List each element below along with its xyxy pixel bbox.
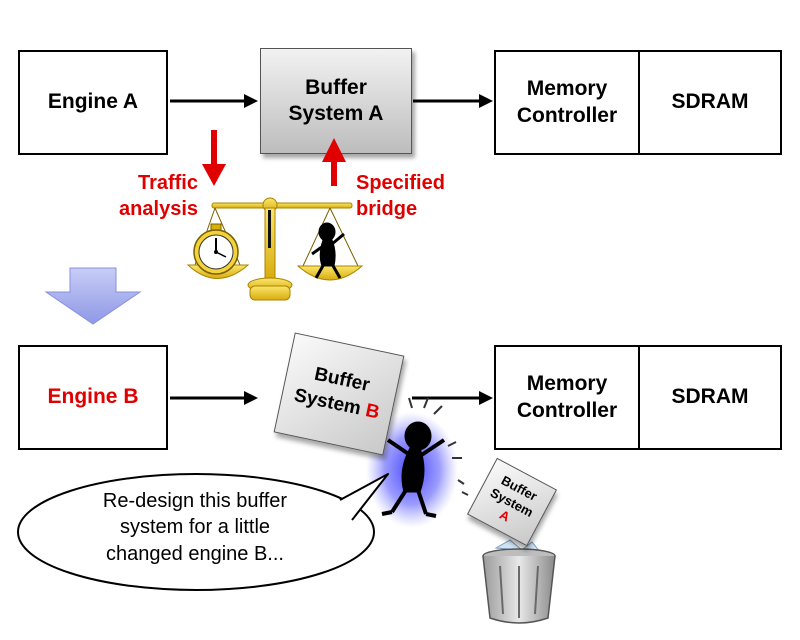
balance-scale-icon <box>186 197 364 301</box>
red-up-arrow <box>322 138 346 186</box>
memory-controller-bottom-line1: Memory <box>526 372 608 396</box>
arrow-engine-b-to-buffer <box>170 391 258 405</box>
sdram-box-top: SDRAM <box>638 50 782 155</box>
memory-controller-box-top: Memory Controller <box>494 50 640 155</box>
sdram-bottom-label: SDRAM <box>671 385 749 409</box>
engine-a-box: Engine A <box>18 50 168 155</box>
speech-line2: system for a little <box>119 516 271 539</box>
engine-a-label: Engine A <box>47 90 139 114</box>
speech-line3: changed engine B... <box>106 542 284 565</box>
engine-b-label: Engine B <box>47 385 139 409</box>
red-down-arrow <box>202 130 226 186</box>
traffic-analysis-label: Traffic analysis <box>88 170 198 222</box>
stopwatch-icon <box>193 223 239 275</box>
traffic-line2: analysis <box>119 198 198 220</box>
speech-text: Re-design this buffer system for a littl… <box>60 488 330 567</box>
small-person-icon <box>311 222 345 279</box>
buffer-b-letter: B <box>363 399 382 424</box>
transition-down-arrow <box>44 267 142 325</box>
sdram-top-label: SDRAM <box>671 90 749 114</box>
speech-line1: Re-design this buffer <box>102 490 288 512</box>
buffer-system-a-box: Buffer System A <box>260 48 412 154</box>
specified-line2: bridge <box>356 198 418 220</box>
memory-controller-box-bottom: Memory Controller <box>494 345 640 450</box>
motion-lines <box>408 397 469 496</box>
traffic-line1: Traffic <box>137 172 198 194</box>
sdram-box-bottom: SDRAM <box>638 345 782 450</box>
memory-controller-bottom-line2: Controller <box>516 398 618 422</box>
arrow-engine-a-to-buffer <box>170 94 258 108</box>
memory-controller-top-line1: Memory <box>526 77 608 101</box>
stressed-person-icon <box>381 421 446 518</box>
speech-bubble <box>17 473 389 591</box>
buffer-a-line2: System A <box>288 102 384 125</box>
arrow-buffer-to-memory-bottom <box>412 391 493 405</box>
specified-bridge-label: Specified bridge <box>356 170 476 222</box>
buffer-a-line1: Buffer <box>305 75 367 99</box>
engine-b-box: Engine B <box>18 345 168 450</box>
arrow-buffer-to-memory-top <box>413 94 493 108</box>
trash-can-icon <box>482 539 556 624</box>
specified-line1: Specified <box>356 172 445 194</box>
memory-controller-top-line2: Controller <box>516 103 618 127</box>
